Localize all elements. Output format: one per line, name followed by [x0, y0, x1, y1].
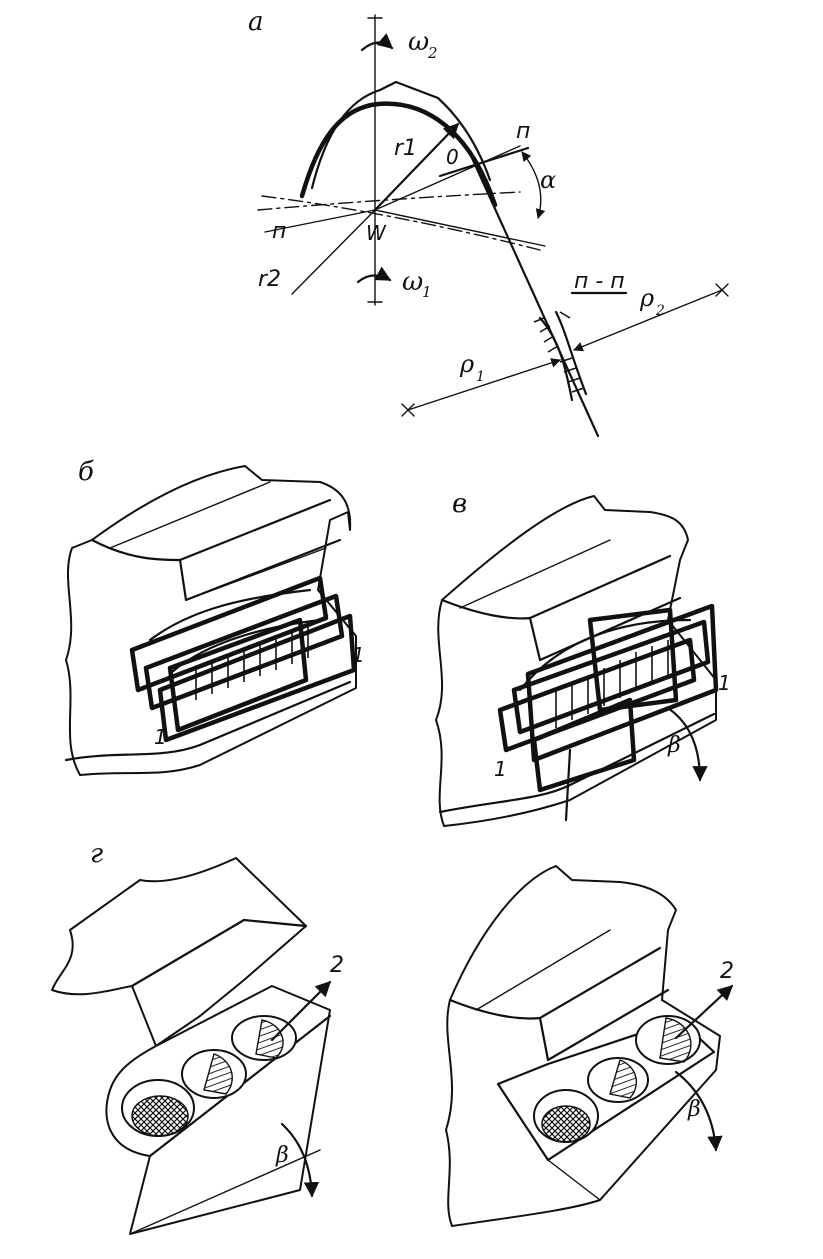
- alpha-angle-arc: [521, 151, 546, 219]
- tooth-block-g-right: [445, 865, 721, 1227]
- tangent-left: [264, 209, 376, 233]
- mark-2-right: 2: [720, 959, 734, 984]
- mark-2-left: 2: [330, 953, 344, 978]
- contact-patches-left: [121, 1015, 297, 1137]
- omega1-rotation-arrow: [356, 266, 392, 284]
- rho2-label: ρ 2: [639, 284, 665, 319]
- omega1-label: ω 1: [402, 267, 432, 301]
- point-o-label: 0: [446, 145, 459, 169]
- radius-r2-label: r2: [258, 267, 281, 292]
- omega2-rotation-arrow: [360, 33, 394, 52]
- beta-label-left: β: [275, 1143, 289, 1168]
- beta-arrow-v: [666, 706, 708, 782]
- mark-1-left-v: 1: [494, 757, 507, 781]
- rho1-label: ρ 1: [459, 350, 485, 385]
- panel-g-label: г: [90, 839, 103, 869]
- normal-line: [374, 145, 521, 211]
- section-n-n-label: п - п: [574, 269, 625, 294]
- panel-a-contact-geometry: а ω 2 ω 1 п п: [248, 7, 729, 438]
- mark-1-right-v: 1: [718, 671, 731, 695]
- svg-text:1: 1: [476, 369, 485, 385]
- mark-1-right-b: 1: [352, 643, 365, 667]
- contact-frames-v: [497, 603, 719, 822]
- tooth-profile: [299, 101, 498, 208]
- svg-text:ρ: ρ: [459, 350, 474, 378]
- contact-frames-b: [129, 575, 357, 743]
- svg-text:ω: ω: [408, 27, 429, 57]
- mark-1-left-b: 1: [154, 725, 167, 749]
- mating-tooth-left: [51, 857, 307, 1047]
- panel-b-label: б: [78, 457, 94, 487]
- panel-v-label: в: [452, 489, 467, 519]
- svg-text:1: 1: [422, 283, 432, 301]
- panel-g-right-contact-patches: 2 β: [445, 865, 734, 1227]
- pitch-line-1: [257, 191, 521, 211]
- omega2-label: ω 2: [408, 27, 438, 62]
- panel-v-tooth-contact-lines: в β 1 1: [435, 489, 731, 827]
- point-w-label: W: [366, 221, 387, 245]
- contact-surfaces: [533, 310, 588, 402]
- line-of-action: [470, 156, 600, 438]
- direction-2-arrow-right: [674, 984, 734, 1040]
- normal-n-line: [438, 146, 530, 178]
- radius-r2-line: [291, 209, 376, 295]
- panel-g-left-contact-patches: г 2 β: [51, 839, 344, 1235]
- svg-text:ω: ω: [402, 267, 423, 297]
- contact-patches-right: [533, 1015, 701, 1143]
- svg-text:2: 2: [427, 44, 438, 62]
- beta-arrow-left: [280, 1122, 320, 1198]
- panel-a-label: а: [248, 7, 264, 37]
- rho1-line: [407, 358, 561, 411]
- radius-r1-line: [373, 122, 460, 212]
- panel-b-tooth-contact-lines: б 1 1: [64, 457, 365, 776]
- beta-label-right: β: [687, 1097, 701, 1122]
- alpha-label: α: [540, 166, 556, 194]
- svg-text:2: 2: [655, 303, 665, 319]
- tooth-outline: [310, 80, 492, 190]
- svg-text:ρ: ρ: [639, 284, 654, 312]
- beta-arrow-right: [674, 1070, 723, 1152]
- rho2-line: [573, 289, 723, 352]
- beta-label-v: β: [667, 733, 681, 758]
- normal-n-left-label: п: [272, 219, 286, 244]
- direction-2-arrow-left: [270, 980, 332, 1042]
- common-tangent: [374, 209, 546, 247]
- pitch-line-2: [261, 195, 541, 251]
- radius-r1-label: r1: [394, 136, 417, 161]
- normal-n-right-label: п: [516, 119, 530, 144]
